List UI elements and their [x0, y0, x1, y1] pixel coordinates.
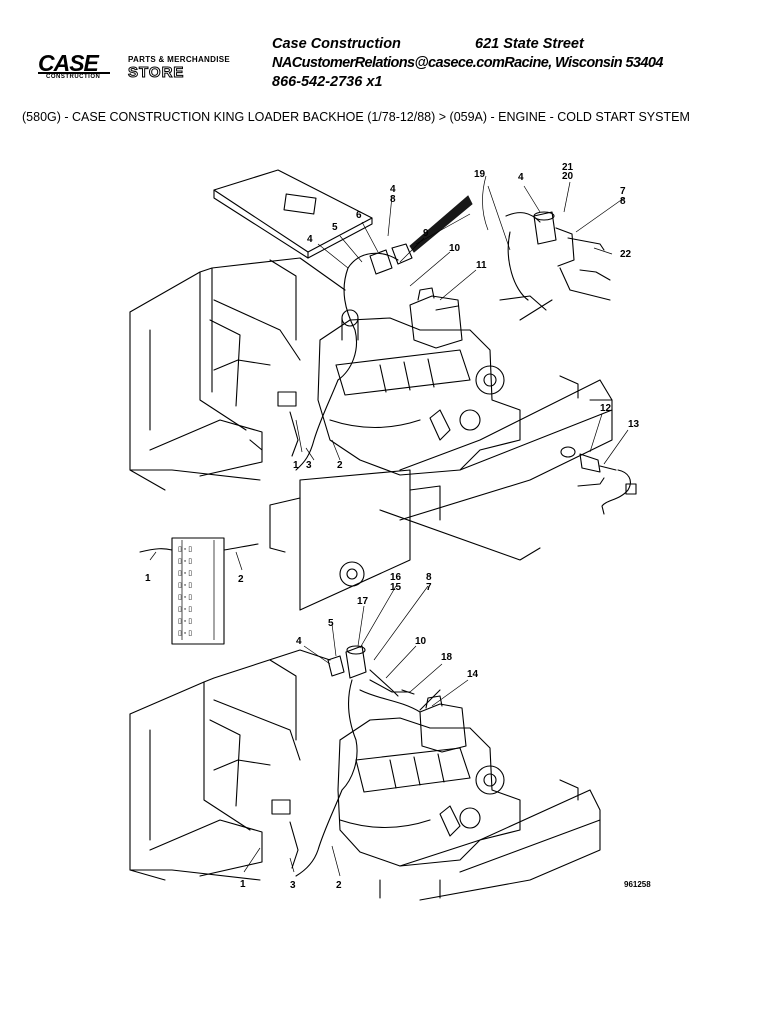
top-view-callouts: 4 8 6 5 4 9 10 11 19 1 4 21 20 7 8 22 12…: [293, 162, 640, 471]
callout-8-bottom: 8: [426, 572, 432, 583]
callout-10-bottom: 10: [415, 636, 427, 647]
callout-4: 4: [307, 234, 313, 245]
parts-store-logo-line2: STORE: [128, 64, 185, 81]
callout-17: 17: [357, 596, 369, 607]
company-street: 621 State Street: [475, 36, 584, 52]
company-name: Case Construction: [272, 36, 401, 52]
callout-3-bottom: 3: [290, 880, 296, 891]
case-logo-subtext: CONSTRUCTION: [46, 74, 101, 80]
case-logo-bar: [38, 72, 110, 74]
callout-7-detail: 8: [620, 196, 626, 207]
callout-1: 1: [293, 460, 299, 471]
callout-4-detail: 4: [518, 172, 524, 183]
callout-2-bottom: 2: [336, 880, 342, 891]
callout-2: 2: [337, 460, 343, 471]
callout-19: 19: [474, 169, 486, 180]
callout-16: 16: [390, 572, 402, 583]
company-email-city[interactable]: NACustomerRelations@casece.comRacine, Wi…: [272, 55, 663, 71]
svg-text:▯ ▫ ▯: ▯ ▫ ▯: [178, 558, 192, 565]
callout-18: 18: [441, 652, 453, 663]
svg-text:▯ ▫ ▯: ▯ ▫ ▯: [178, 570, 192, 577]
callout-9: 9: [423, 228, 429, 239]
callout-7: 8: [390, 194, 396, 205]
svg-text:▯ ▫ ▯: ▯ ▫ ▯: [178, 582, 192, 589]
parts-store-logo: PARTS & MERCHANDISE STORE: [128, 55, 248, 85]
breadcrumb: (580G) - CASE CONSTRUCTION KING LOADER B…: [22, 110, 690, 124]
company-phone[interactable]: 866-542-2736 x1: [272, 74, 383, 90]
inset-callout-2: 2: [238, 574, 244, 585]
callout-8: 4: [390, 184, 396, 195]
parts-store-logo-line1: PARTS & MERCHANDISE: [128, 55, 231, 64]
svg-text:▯ ▫ ▯: ▯ ▫ ▯: [178, 606, 192, 613]
callout-15: 15: [390, 582, 402, 593]
callout-12: 12: [600, 403, 612, 414]
callout-10: 10: [449, 243, 461, 254]
case-logo-wordmark: CASE: [38, 50, 99, 76]
svg-text:▯ ▫ ▯: ▯ ▫ ▯: [178, 594, 192, 601]
callout-11: 11: [476, 260, 487, 271]
bottom-view-callouts: 16 15 8 7 17 5 4 10 18 14 1 3 2: [240, 572, 479, 891]
callout-4-bottom: 4: [296, 636, 302, 647]
top-engine-view: [129, 169, 637, 611]
bottom-engine-view: [129, 585, 601, 901]
callout-3: 3: [306, 460, 312, 471]
callout-20: 20: [562, 171, 574, 182]
callout-5: 5: [332, 222, 338, 233]
terminal-block-inset: ▯ ▫ ▯ ▯ ▫ ▯ ▯ ▫ ▯ ▯ ▫ ▯ ▯ ▫ ▯ ▯ ▫ ▯ ▯ ▫ …: [139, 537, 259, 645]
callout-5-bottom: 5: [328, 618, 334, 629]
callout-7-bottom: 7: [426, 582, 432, 593]
callout-22: 22: [620, 249, 632, 260]
callout-13: 13: [628, 419, 640, 430]
callout-8-detail: 7: [620, 186, 626, 197]
svg-text:▯ ▫ ▯: ▯ ▫ ▯: [178, 546, 192, 553]
drawing-number: 961258: [624, 880, 651, 889]
callout-6: 6: [356, 210, 362, 221]
svg-text:▯ ▫ ▯: ▯ ▫ ▯: [178, 618, 192, 625]
case-logo: CASE CONSTRUCTION: [38, 52, 110, 82]
svg-text:▯ ▫ ▯: ▯ ▫ ▯: [178, 630, 192, 637]
callout-14: 14: [467, 669, 479, 680]
inset-callout-1: 1: [145, 573, 151, 584]
callout-1-bottom: 1: [240, 879, 246, 890]
callout-21: 21: [562, 162, 574, 173]
